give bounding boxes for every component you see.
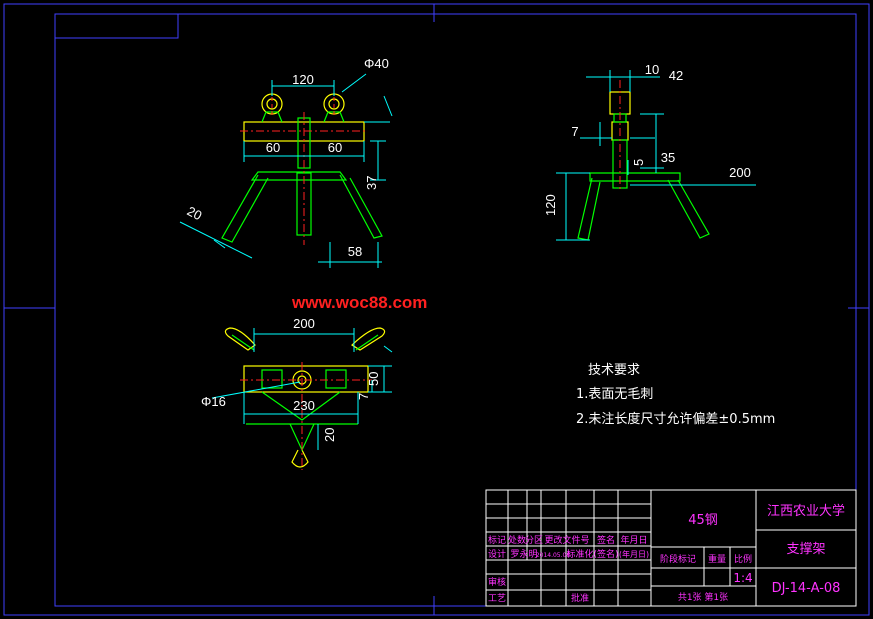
front-left-half-label: 60 xyxy=(266,140,280,155)
tb-stage: 阶段标记 xyxy=(660,553,696,565)
tb-review: 审核 xyxy=(488,576,506,588)
notes-heading: 技术要求 xyxy=(588,363,640,378)
tb-scale: 1:4 xyxy=(733,571,752,585)
tb-weight: 重量 xyxy=(708,553,726,565)
front-right-half-label: 60 xyxy=(328,140,342,155)
tb-header-4: 签名 xyxy=(597,534,615,546)
tb-header-3: 更改文件号 xyxy=(544,534,589,546)
side-mid-label: 35 xyxy=(661,150,675,165)
top-diameter-label: Φ16 xyxy=(201,394,226,409)
tb-process: 工艺 xyxy=(488,593,506,604)
top-view: 200 Φ16 230 50 7 20 xyxy=(201,316,393,470)
top-tail-label: 20 xyxy=(322,428,337,442)
front-spacing-label: 120 xyxy=(292,72,314,87)
front-view: 120 Φ40 60 60 37 20 58 xyxy=(179,56,393,268)
side-top-b-label: 42 xyxy=(669,68,683,83)
watermark: www.woc88.com xyxy=(291,293,427,312)
tb-school: 江西农业大学 xyxy=(767,503,845,519)
side-top-a-label: 10 xyxy=(645,62,659,77)
tb-part-name: 支撑架 xyxy=(786,542,825,557)
top-depth-label: 50 xyxy=(366,372,381,386)
top-small-label: 7 xyxy=(356,393,371,400)
front-foot-label: 58 xyxy=(348,244,362,259)
tb-design-0: 设计 xyxy=(488,548,506,560)
tb-design-5: (年月日) xyxy=(619,549,649,559)
drawing-frame xyxy=(3,3,870,616)
tb-sheets: 共1张 第1张 xyxy=(678,591,728,603)
tb-header-0: 标记 xyxy=(488,534,506,546)
front-height-label: 37 xyxy=(364,176,379,190)
title-block: 标记 处数 分区 更改文件号 签名 年月日 设计 罗永明 2014.05.08 … xyxy=(485,489,857,607)
note-item-2: 2.未注长度尺寸允许偏差±0.5mm xyxy=(576,411,775,427)
top-span-label: 200 xyxy=(293,316,315,331)
technical-notes: 技术要求 1.表面无毛刺 2.未注长度尺寸允许偏差±0.5mm xyxy=(576,363,775,427)
tb-scale-label: 比例 xyxy=(734,553,752,565)
tb-drawing-no: DJ-14-A-08 xyxy=(772,581,841,596)
tb-header-5: 年月日 xyxy=(620,534,647,546)
note-item-1: 1.表面无毛刺 xyxy=(576,387,653,402)
tb-design-3: 标准化 xyxy=(566,548,593,560)
tb-header-1: 处数 xyxy=(508,534,526,546)
side-small-label: 5 xyxy=(631,159,646,166)
top-base-label: 230 xyxy=(293,398,315,413)
side-total-height-label: 120 xyxy=(543,194,558,216)
tb-design-2: 2014.05.08 xyxy=(536,552,571,559)
side-height-a-label: 7 xyxy=(571,124,578,139)
tb-design-1: 罗永明 xyxy=(510,548,537,560)
tb-header-2: 分区 xyxy=(525,535,543,546)
tb-design-4: (签名) xyxy=(593,548,618,560)
tb-material: 45钢 xyxy=(688,513,718,528)
tb-approve: 批准 xyxy=(571,592,589,604)
front-diameter-label: Φ40 xyxy=(364,56,389,71)
side-span-label: 200 xyxy=(729,165,751,180)
front-leg-width-label: 20 xyxy=(185,203,205,223)
side-view: 10 42 7 5 35 200 120 xyxy=(543,62,756,241)
